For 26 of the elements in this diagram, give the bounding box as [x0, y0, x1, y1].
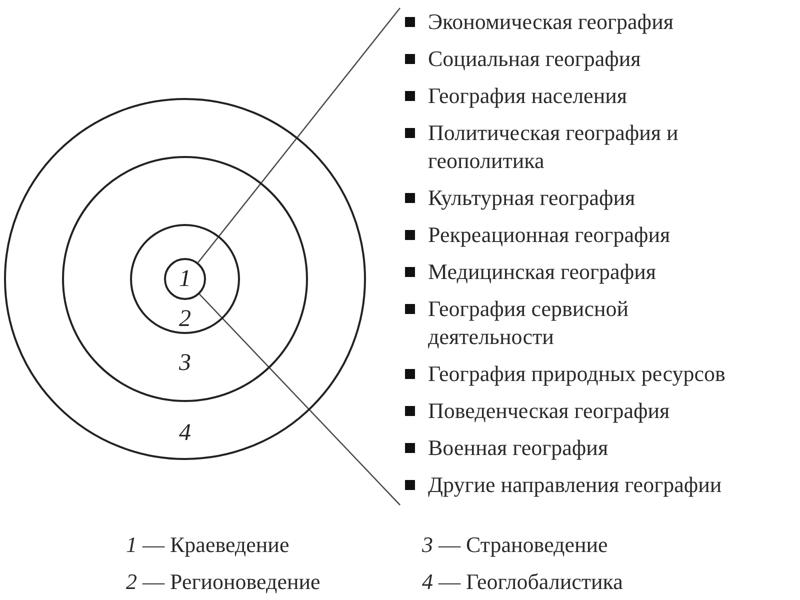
topic-text: Культурная география: [428, 184, 636, 212]
key-entry: 1 — Краеведение: [126, 531, 290, 559]
zone-circle: [164, 258, 206, 300]
zone-number: 2: [179, 306, 191, 332]
key-entry: 4 — Геоглобалистика: [422, 568, 623, 596]
topic-text: Военная география: [428, 434, 608, 462]
zone-circle: [4, 98, 366, 460]
topic-text: Политическая география и геополитика: [428, 119, 680, 175]
zone-circle: [130, 224, 240, 334]
topic-text: Другие направления географии: [428, 471, 722, 499]
connector-line: [198, 8, 400, 263]
zone-number: 3: [179, 350, 191, 376]
key-entry: 3 — Страноведение: [422, 531, 609, 559]
zone-number: 1: [179, 266, 191, 292]
topic-text: География населения: [428, 82, 627, 110]
zone-circle: [62, 156, 308, 402]
key-entry: 2 — Регионоведение: [126, 568, 322, 596]
topic-text: Поведенческая география: [428, 397, 670, 425]
topic-text: Социальная география: [428, 45, 641, 73]
topic-text: Медицинская география: [428, 258, 656, 286]
topic-text: География природных ресурсов: [428, 360, 726, 388]
topic-text: География сервисной деятельности: [428, 295, 630, 351]
connector-line: [199, 294, 400, 506]
topic-text: Экономическая география: [428, 8, 674, 36]
zone-number: 4: [179, 420, 191, 446]
topic-text: Рекреационная география: [428, 221, 670, 249]
